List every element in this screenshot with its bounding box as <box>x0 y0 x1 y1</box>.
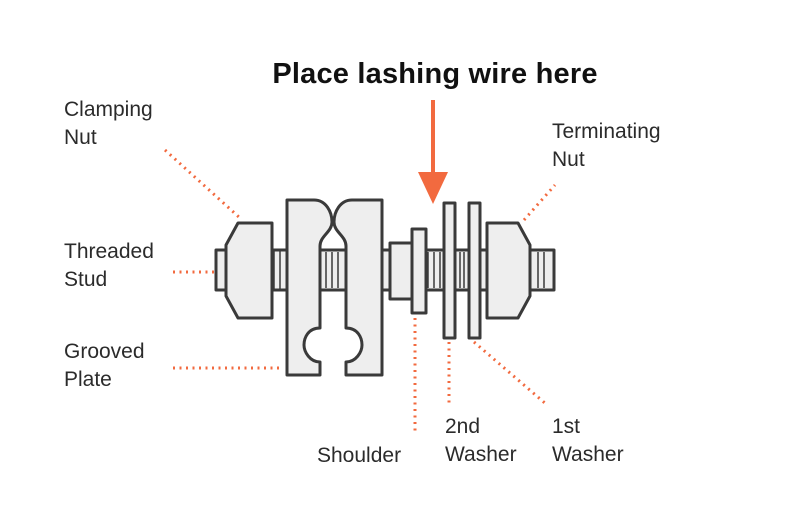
label-shoulder: Shoulder <box>317 442 401 470</box>
leader-first-washer <box>473 340 547 406</box>
down-arrow-icon <box>418 100 448 204</box>
label-line: Threaded <box>64 240 154 263</box>
label-first-washer: 1st Washer <box>552 413 624 469</box>
label-threaded-stud: Threaded Stud <box>64 238 154 294</box>
first-washer <box>467 201 482 340</box>
diagram-title: Place lashing wire here <box>272 58 598 90</box>
label-line: Terminating <box>552 120 661 143</box>
label-line: Stud <box>64 268 108 291</box>
label-grooved-plate: Grooved Plate <box>64 338 145 394</box>
label-line: 2nd <box>445 415 481 438</box>
leader-terminating-nut <box>522 184 557 221</box>
terminating-nut <box>485 221 532 320</box>
label-line: Nut <box>552 148 585 171</box>
label-terminating-nut: Terminating Nut <box>552 118 661 174</box>
second-washer <box>442 201 457 340</box>
label-second-washer: 2nd Washer <box>445 413 517 469</box>
label-line: Nut <box>64 126 97 149</box>
label-line: Grooved <box>64 340 145 363</box>
clamping-nut <box>224 221 274 320</box>
label-line: Washer <box>552 443 624 466</box>
leader-lines <box>163 148 557 432</box>
label-line: Shoulder <box>317 444 402 467</box>
label-line: 1st <box>552 415 581 438</box>
label-line: Plate <box>64 368 112 391</box>
leader-clamping-nut <box>163 148 242 220</box>
label-line: Washer <box>445 443 517 466</box>
grooved-plate <box>285 198 384 377</box>
label-line: Clamping <box>64 98 153 121</box>
shoulder <box>388 227 428 315</box>
label-clamping-nut: Clamping Nut <box>64 96 153 152</box>
